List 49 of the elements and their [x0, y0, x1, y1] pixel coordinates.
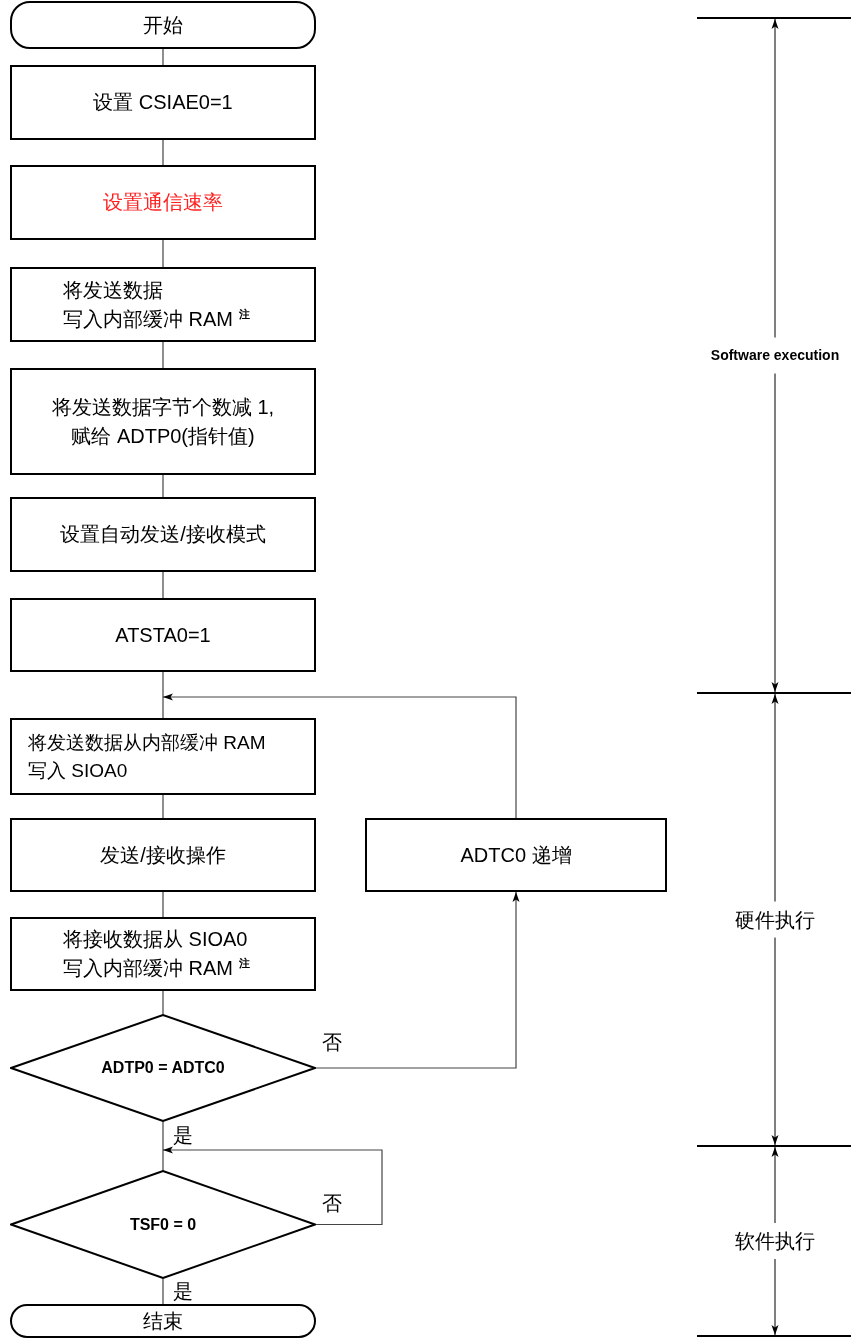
connector-line: [162, 474, 164, 498]
connector-line: [162, 1278, 164, 1305]
step-text: 将接收数据从 SIOA0 写入内部缓冲 RAM $^{注}$: [63, 927, 251, 981]
step-text: 设置自动发送/接收模式: [60, 522, 266, 547]
connector-line: [162, 693, 517, 819]
process-box: [10, 368, 316, 475]
connector-line: [315, 891, 520, 1069]
connector-line: [162, 1121, 164, 1171]
decision-diamond: [10, 1014, 316, 1122]
connector-line: [162, 671, 164, 719]
process-box: [365, 818, 667, 892]
edge-label: 是: [173, 1124, 193, 1146]
process-box: [10, 917, 316, 991]
step-text: 将发送数据写入内部缓冲 RAM $^{注}$: [63, 277, 251, 332]
edge-label: 是: [173, 1280, 193, 1302]
process-box: [10, 718, 316, 795]
process-box: [10, 165, 316, 240]
step-text: 将发送数据字节个数减 1, 赋给 ADTP0(指针值): [50, 394, 276, 449]
step-text: 设置 CSIAE0=1: [93, 90, 233, 115]
connector-line: [162, 239, 164, 268]
step-text: 设置通信速率: [103, 190, 223, 215]
decision-diamond: [10, 1170, 316, 1279]
step-text: TSF0 = 0: [129, 1214, 197, 1235]
phase-label: 软件执行: [735, 1230, 815, 1252]
connector-line: [162, 990, 164, 1015]
terminal-box: [10, 1304, 316, 1338]
step-text: 将发送数据从内部缓冲 RAM 写入 SIOA0: [28, 730, 267, 783]
connector-line: [162, 794, 164, 819]
phase-label: 硬件执行: [735, 908, 815, 931]
terminal-box: [10, 1, 316, 49]
step-text: ATSTA0=1: [115, 622, 211, 648]
connector-line: [162, 139, 164, 166]
step-text: 发送/接收操作: [100, 842, 226, 868]
connector-line: [162, 891, 164, 918]
process-box: [10, 818, 316, 892]
connector-line: [162, 341, 164, 369]
connector-line: [162, 571, 164, 599]
step-text: ADTC0 递增: [460, 842, 572, 868]
edge-label: 否: [322, 1192, 342, 1214]
process-box: [10, 598, 316, 672]
connector-line: [162, 48, 164, 66]
process-box: [10, 267, 316, 342]
connector-line: [162, 1146, 383, 1226]
process-box: [10, 65, 316, 140]
step-text: 结束: [143, 1308, 183, 1334]
edge-label: 否: [322, 1031, 342, 1053]
process-box: [10, 497, 316, 572]
step-text: 开始: [143, 12, 183, 38]
step-text: ADTP0 = ADTC0: [101, 1058, 225, 1079]
